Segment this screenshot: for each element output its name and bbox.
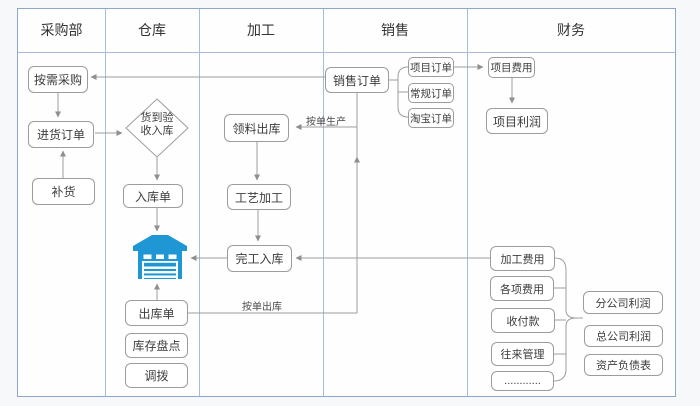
arrival-check-label: 货到验 收入库 [140, 112, 174, 137]
node-project-profit: 项目利润 [486, 108, 548, 134]
node-taobao-order: 淘宝订单 [408, 108, 454, 128]
lane-divider-1 [105, 9, 106, 396]
node-craft-process: 工艺加工 [227, 184, 291, 210]
node-finish-inbound: 完工入库 [227, 245, 292, 272]
node-outbound-note: 出库单 [125, 300, 188, 326]
node-processing-cost: 加工费用 [490, 246, 555, 271]
lane-header-warehouse: 仓库 [138, 22, 166, 38]
node-contact-mgmt: 往来管理 [491, 342, 554, 366]
node-project-cost: 项目费用 [488, 57, 535, 78]
node-hq-profit: 总公司利润 [584, 325, 663, 347]
warehouse-icon [133, 235, 187, 280]
node-demand-purchase: 按需采购 [28, 66, 88, 93]
edge-label-outbound-by-order: 按单出库 [242, 302, 282, 313]
lane-header-purchasing: 采购部 [40, 22, 83, 38]
node-branch-profit: 分公司利润 [583, 291, 663, 314]
lane-header-finance: 财务 [557, 22, 585, 38]
node-replenish: 补货 [32, 178, 95, 205]
node-purchase-order: 进货订单 [28, 121, 94, 148]
edge-label-produce-by-order: 按单生产 [306, 117, 346, 128]
lane-header-processing: 加工 [247, 22, 275, 38]
lane-header-sales: 销售 [381, 22, 409, 38]
node-regular-order: 常规订单 [408, 83, 454, 103]
node-transfer: 调拨 [125, 363, 188, 388]
node-payment-receipt: 收付款 [491, 308, 555, 333]
node-more-items: ............ [491, 371, 554, 391]
node-inbound-note: 入库单 [123, 184, 183, 208]
node-project-order: 项目订单 [408, 57, 454, 77]
node-stock-count: 库存盘点 [125, 333, 188, 358]
node-balance-sheet: 资产负债表 [584, 354, 663, 376]
node-sales-order: 销售订单 [325, 67, 389, 93]
header-divider [18, 52, 675, 53]
node-material-outbound: 领料出库 [224, 114, 289, 142]
lane-divider-2 [199, 9, 200, 396]
lane-divider-4 [467, 9, 468, 396]
node-misc-cost: 各项费用 [490, 276, 554, 301]
lane-divider-3 [323, 9, 324, 396]
